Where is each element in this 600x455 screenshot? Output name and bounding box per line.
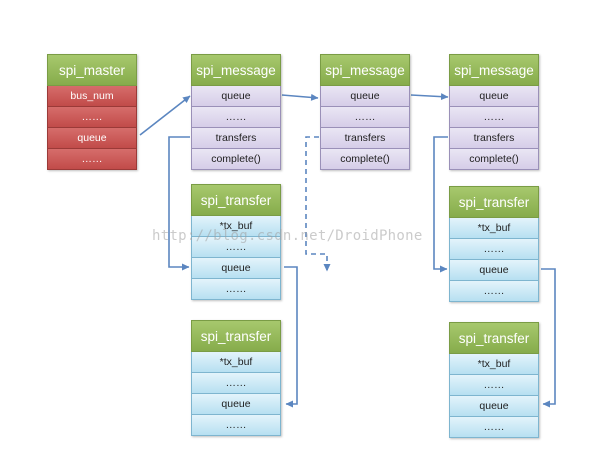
- spi-message-field: ……: [449, 107, 539, 128]
- spi-transfer-field: *tx_buf: [449, 218, 539, 239]
- spi-transfer-box-4: spi_transfer *tx_buf …… queue ……: [449, 322, 539, 438]
- spi-master-title: spi_master: [47, 54, 137, 86]
- spi-message-box-2: spi_message queue …… transfers complete(…: [320, 54, 410, 170]
- arrow-message2-dashed: [305, 136, 331, 272]
- spi-transfer-box-2: spi_transfer *tx_buf …… queue ……: [191, 320, 281, 436]
- arrow-transfer3-to-transfer4: [541, 268, 556, 408]
- spi-transfer-box-3: spi_transfer *tx_buf …… queue ……: [449, 186, 539, 302]
- spi-transfer-field: queue: [449, 396, 539, 417]
- spi-master-field: ……: [47, 149, 137, 170]
- spi-message-field: queue: [449, 86, 539, 107]
- spi-message-field: ……: [320, 107, 410, 128]
- spi-transfer-field: ……: [191, 373, 281, 394]
- spi-transfer-field: ……: [449, 417, 539, 438]
- arrow-master-to-message1: [139, 95, 191, 136]
- spi-transfer-box-1: spi_transfer *tx_buf …… queue ……: [191, 184, 281, 300]
- spi-message-box-3: spi_message queue …… transfers complete(…: [449, 54, 539, 170]
- spi-transfer-field: *tx_buf: [191, 216, 281, 237]
- spi-message-field: complete(): [449, 149, 539, 170]
- spi-master-field: queue: [47, 128, 137, 149]
- spi-transfer-field: ……: [191, 415, 281, 436]
- spi-transfer-field: ……: [449, 281, 539, 302]
- spi-master-field: ……: [47, 107, 137, 128]
- spi-transfer-field: queue: [191, 258, 281, 279]
- spi-master-field: bus_num: [47, 86, 137, 107]
- spi-message-field: complete(): [191, 149, 281, 170]
- spi-message-field: queue: [191, 86, 281, 107]
- arrow-message1-transfers: [168, 136, 190, 271]
- spi-message-title: spi_message: [191, 54, 281, 86]
- spi-transfer-field: *tx_buf: [449, 354, 539, 375]
- spi-message-field: complete(): [320, 149, 410, 170]
- spi-master-box: spi_master bus_num …… queue ……: [47, 54, 137, 170]
- spi-message-field: transfers: [191, 128, 281, 149]
- spi-transfer-title: spi_transfer: [191, 184, 281, 216]
- spi-transfer-field: queue: [449, 260, 539, 281]
- spi-transfer-field: ……: [449, 375, 539, 396]
- arrow-message2-to-message3: [410, 93, 449, 101]
- spi-transfer-field: *tx_buf: [191, 352, 281, 373]
- spi-transfer-title: spi_transfer: [449, 186, 539, 218]
- spi-message-field: queue: [320, 86, 410, 107]
- spi-transfer-field: ……: [191, 237, 281, 258]
- spi-transfer-title: spi_transfer: [449, 322, 539, 354]
- spi-message-field: transfers: [449, 128, 539, 149]
- arrow-transfer1-to-transfer2: [284, 266, 298, 408]
- arrow-message1-to-message2: [281, 93, 319, 101]
- watermark-text: http://blog.csdn.net/DroidPhone: [152, 228, 423, 244]
- spi-transfer-field: ……: [191, 279, 281, 300]
- spi-message-box-1: spi_message queue …… transfers complete(…: [191, 54, 281, 170]
- spi-message-field: transfers: [320, 128, 410, 149]
- spi-message-title: spi_message: [449, 54, 539, 86]
- arrow-message3-transfers: [433, 136, 448, 273]
- spi-transfer-title: spi_transfer: [191, 320, 281, 352]
- spi-transfer-field: queue: [191, 394, 281, 415]
- spi-message-field: ……: [191, 107, 281, 128]
- spi-transfer-field: ……: [449, 239, 539, 260]
- spi-message-title: spi_message: [320, 54, 410, 86]
